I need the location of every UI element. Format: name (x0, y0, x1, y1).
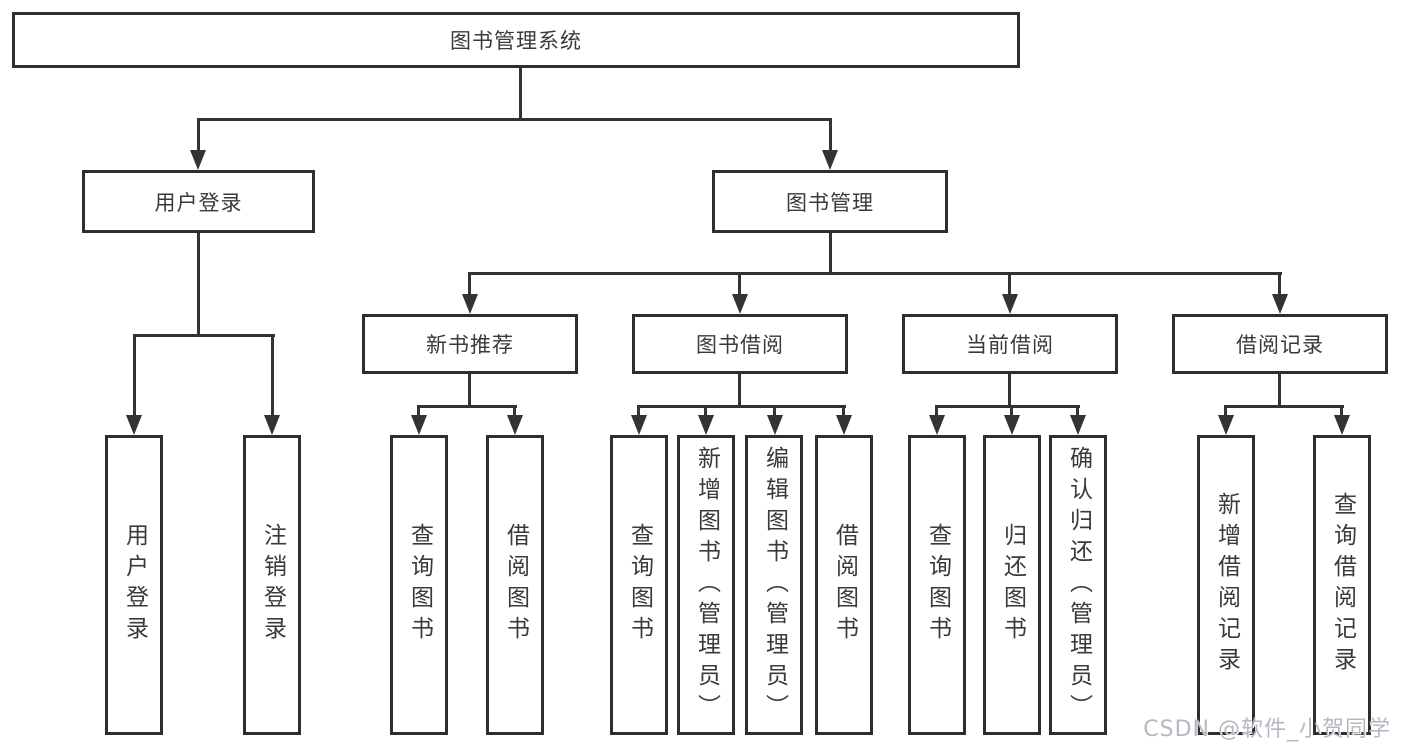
connector-drop-book-mgmt (829, 118, 832, 152)
connector-drop-leaf (133, 334, 136, 417)
arrowhead-down-icon (698, 415, 714, 435)
arrowhead-down-icon (1272, 294, 1288, 314)
connector-drop-leaf (842, 405, 845, 417)
connector-drop-borrow-record (1278, 272, 1281, 296)
connector-drop-leaf (513, 405, 516, 417)
leaf-return-books: 归还图书 (983, 435, 1041, 735)
node-root: 图书管理系统 (12, 12, 1020, 68)
connector-current-borrow-hbar (935, 405, 1080, 408)
leaf-query-borrow-record-label: 查询借阅记录 (1329, 492, 1356, 678)
node-book-mgmt: 图书管理 (712, 170, 948, 233)
connector-borrow-record-stem (1278, 374, 1281, 407)
node-new-book: 新书推荐 (362, 314, 578, 374)
connector-drop-leaf (1224, 405, 1227, 417)
node-borrow-record: 借阅记录 (1172, 314, 1388, 374)
connector-root-stem (519, 68, 522, 121)
arrowhead-down-icon (190, 150, 206, 170)
connector-drop-leaf (935, 405, 938, 417)
connector-drop-leaf (417, 405, 420, 417)
arrowhead-down-icon (767, 415, 783, 435)
node-current-borrow-label: 当前借阅 (966, 333, 1054, 357)
node-current-borrow: 当前借阅 (902, 314, 1118, 374)
leaf-edit-books-admin-label: 编辑图书（管理员） (761, 445, 788, 725)
connector-user-hbar (133, 334, 275, 337)
connector-drop-current-borrow (1008, 272, 1011, 296)
connector-drop-leaf (271, 334, 274, 417)
connector-drop-book-borrow (738, 272, 741, 296)
leaf-borrow-books-1-label: 借阅图书 (502, 523, 529, 647)
connector-root-hbar (197, 118, 832, 121)
leaf-query-books-3: 查询图书 (908, 435, 966, 735)
arrowhead-down-icon (822, 150, 838, 170)
csdn-watermark: CSDN @软件_小贺同学 (1143, 717, 1391, 742)
leaf-logout-label: 注销登录 (259, 523, 286, 647)
leaf-confirm-return-admin-label: 确认归还（管理员） (1065, 445, 1092, 725)
connector-drop-user-login (197, 118, 200, 152)
arrowhead-down-icon (264, 415, 280, 435)
leaf-query-books-3-label: 查询图书 (924, 523, 951, 647)
connector-book-hbar (468, 272, 1282, 275)
arrowhead-down-icon (1002, 294, 1018, 314)
node-user-login-label: 用户登录 (154, 190, 243, 215)
leaf-add-books-admin: 新增图书（管理员） (677, 435, 735, 735)
leaf-confirm-return-admin: 确认归还（管理员） (1049, 435, 1107, 735)
node-book-borrow: 图书借阅 (632, 314, 848, 374)
connector-book-borrow-hbar (637, 405, 846, 408)
leaf-user-login-label: 用户登录 (121, 523, 148, 647)
arrowhead-down-icon (411, 415, 427, 435)
leaf-query-borrow-record: 查询借阅记录 (1313, 435, 1371, 735)
connector-book-stem (829, 233, 832, 274)
connector-user-stem (197, 233, 200, 337)
connector-drop-leaf (704, 405, 707, 417)
leaf-borrow-books-2-label: 借阅图书 (831, 523, 858, 647)
connector-new-book-stem (468, 374, 471, 407)
connector-current-borrow-stem (1008, 374, 1011, 407)
leaf-borrow-books-1: 借阅图书 (486, 435, 544, 735)
leaf-query-books-2: 查询图书 (610, 435, 668, 735)
arrowhead-down-icon (929, 415, 945, 435)
arrowhead-down-icon (1218, 415, 1234, 435)
leaf-borrow-books-2: 借阅图书 (815, 435, 873, 735)
leaf-logout: 注销登录 (243, 435, 301, 735)
connector-drop-leaf (1076, 405, 1079, 417)
arrowhead-down-icon (1334, 415, 1350, 435)
leaf-query-books-1-label: 查询图书 (406, 523, 433, 647)
leaf-add-borrow-record-label: 新增借阅记录 (1213, 492, 1240, 678)
connector-new-book-hbar (417, 405, 517, 408)
leaf-query-books-1: 查询图书 (390, 435, 448, 735)
connector-drop-leaf (1340, 405, 1343, 417)
leaf-query-books-2-label: 查询图书 (626, 523, 653, 647)
leaf-add-books-admin-label: 新增图书（管理员） (693, 445, 720, 725)
leaf-return-books-label: 归还图书 (999, 523, 1026, 647)
arrowhead-down-icon (462, 294, 478, 314)
arrowhead-down-icon (836, 415, 852, 435)
connector-drop-new-book (468, 272, 471, 296)
connector-book-borrow-stem (738, 374, 741, 407)
connector-drop-leaf (1010, 405, 1013, 417)
leaf-edit-books-admin: 编辑图书（管理员） (745, 435, 803, 735)
arrowhead-down-icon (732, 294, 748, 314)
arrowhead-down-icon (1004, 415, 1020, 435)
node-user-login: 用户登录 (82, 170, 315, 233)
node-new-book-label: 新书推荐 (426, 333, 514, 357)
node-borrow-record-label: 借阅记录 (1236, 333, 1324, 357)
arrowhead-down-icon (631, 415, 647, 435)
leaf-user-login: 用户登录 (105, 435, 163, 735)
connector-drop-leaf (637, 405, 640, 417)
node-book-mgmt-label: 图书管理 (786, 190, 874, 215)
arrowhead-down-icon (126, 415, 142, 435)
arrowhead-down-icon (507, 415, 523, 435)
connector-borrow-record-hbar (1224, 405, 1344, 408)
node-book-borrow-label: 图书借阅 (696, 333, 784, 357)
leaf-add-borrow-record: 新增借阅记录 (1197, 435, 1255, 735)
arrowhead-down-icon (1070, 415, 1086, 435)
connector-drop-leaf (773, 405, 776, 417)
node-root-label: 图书管理系统 (450, 29, 582, 53)
